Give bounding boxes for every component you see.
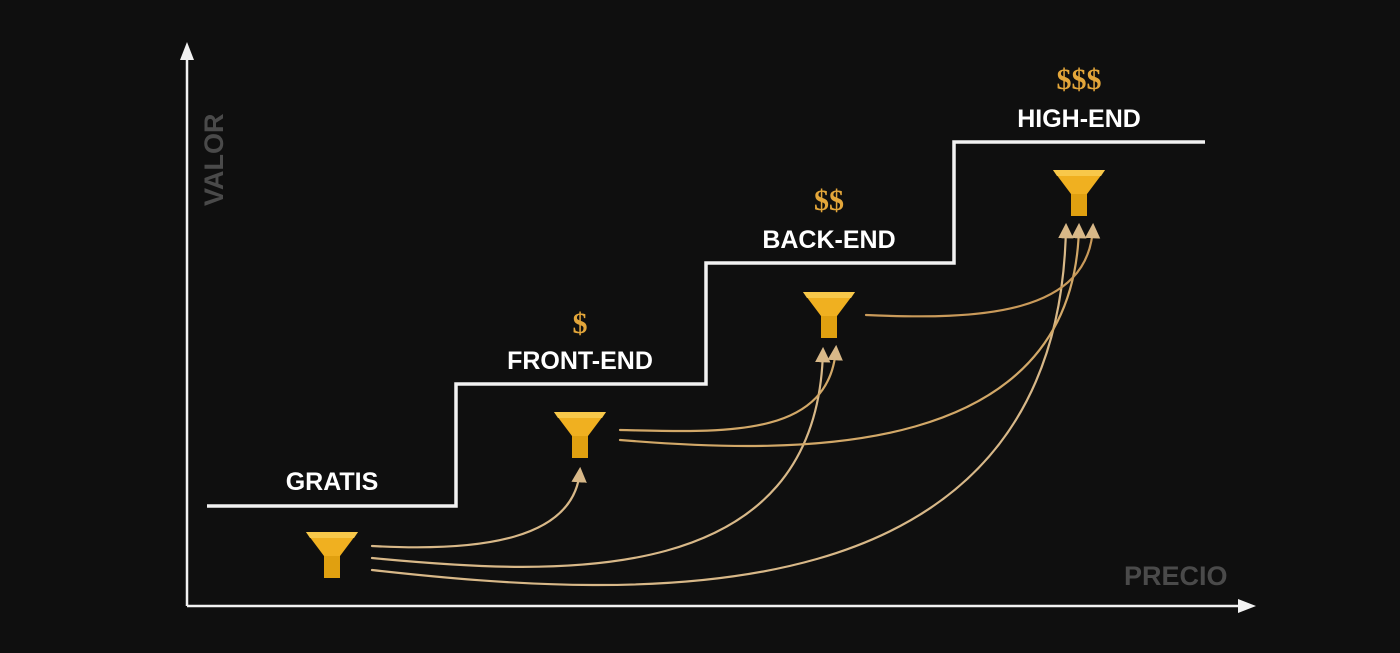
step-label-high-end: HIGH-END <box>1017 105 1141 133</box>
flow-arrow-gratis-to-back-end <box>370 346 831 568</box>
axes: VALOR PRECIO <box>180 42 1256 613</box>
funnel-icon <box>554 412 606 458</box>
x-axis-label: PRECIO <box>1124 561 1228 591</box>
funnel-icon <box>306 532 358 578</box>
value-staircase <box>207 140 1205 508</box>
flow-arrow-front-end-to-back-end <box>618 344 843 433</box>
flow-arrow-front-end-to-high-end <box>618 222 1087 448</box>
price-label-high-end: $$$ <box>1057 63 1102 96</box>
step-label-gratis: GRATIS <box>286 468 379 496</box>
price-label-front-end: $ <box>573 307 588 340</box>
y-axis-arrow-icon <box>180 42 194 60</box>
price-label-back-end: $$ <box>814 184 844 217</box>
flow-arrow-back-end-to-high-end <box>864 222 1101 318</box>
step-label-back-end: BACK-END <box>762 226 895 254</box>
funnel-icon <box>803 292 855 338</box>
flow-arrow-gratis-to-high-end <box>370 222 1074 587</box>
step-label-front-end: FRONT-END <box>507 347 653 375</box>
flow-arrows <box>370 222 1101 587</box>
y-axis-label: VALOR <box>199 114 229 207</box>
funnel-icon <box>1053 170 1105 216</box>
flow-arrow-gratis-to-front-end <box>370 466 587 549</box>
step-labels: GRATIS $ FRONT-END $$ BACK-END $$$ HIGH-… <box>286 63 1141 496</box>
x-axis-arrow-icon <box>1238 599 1256 613</box>
